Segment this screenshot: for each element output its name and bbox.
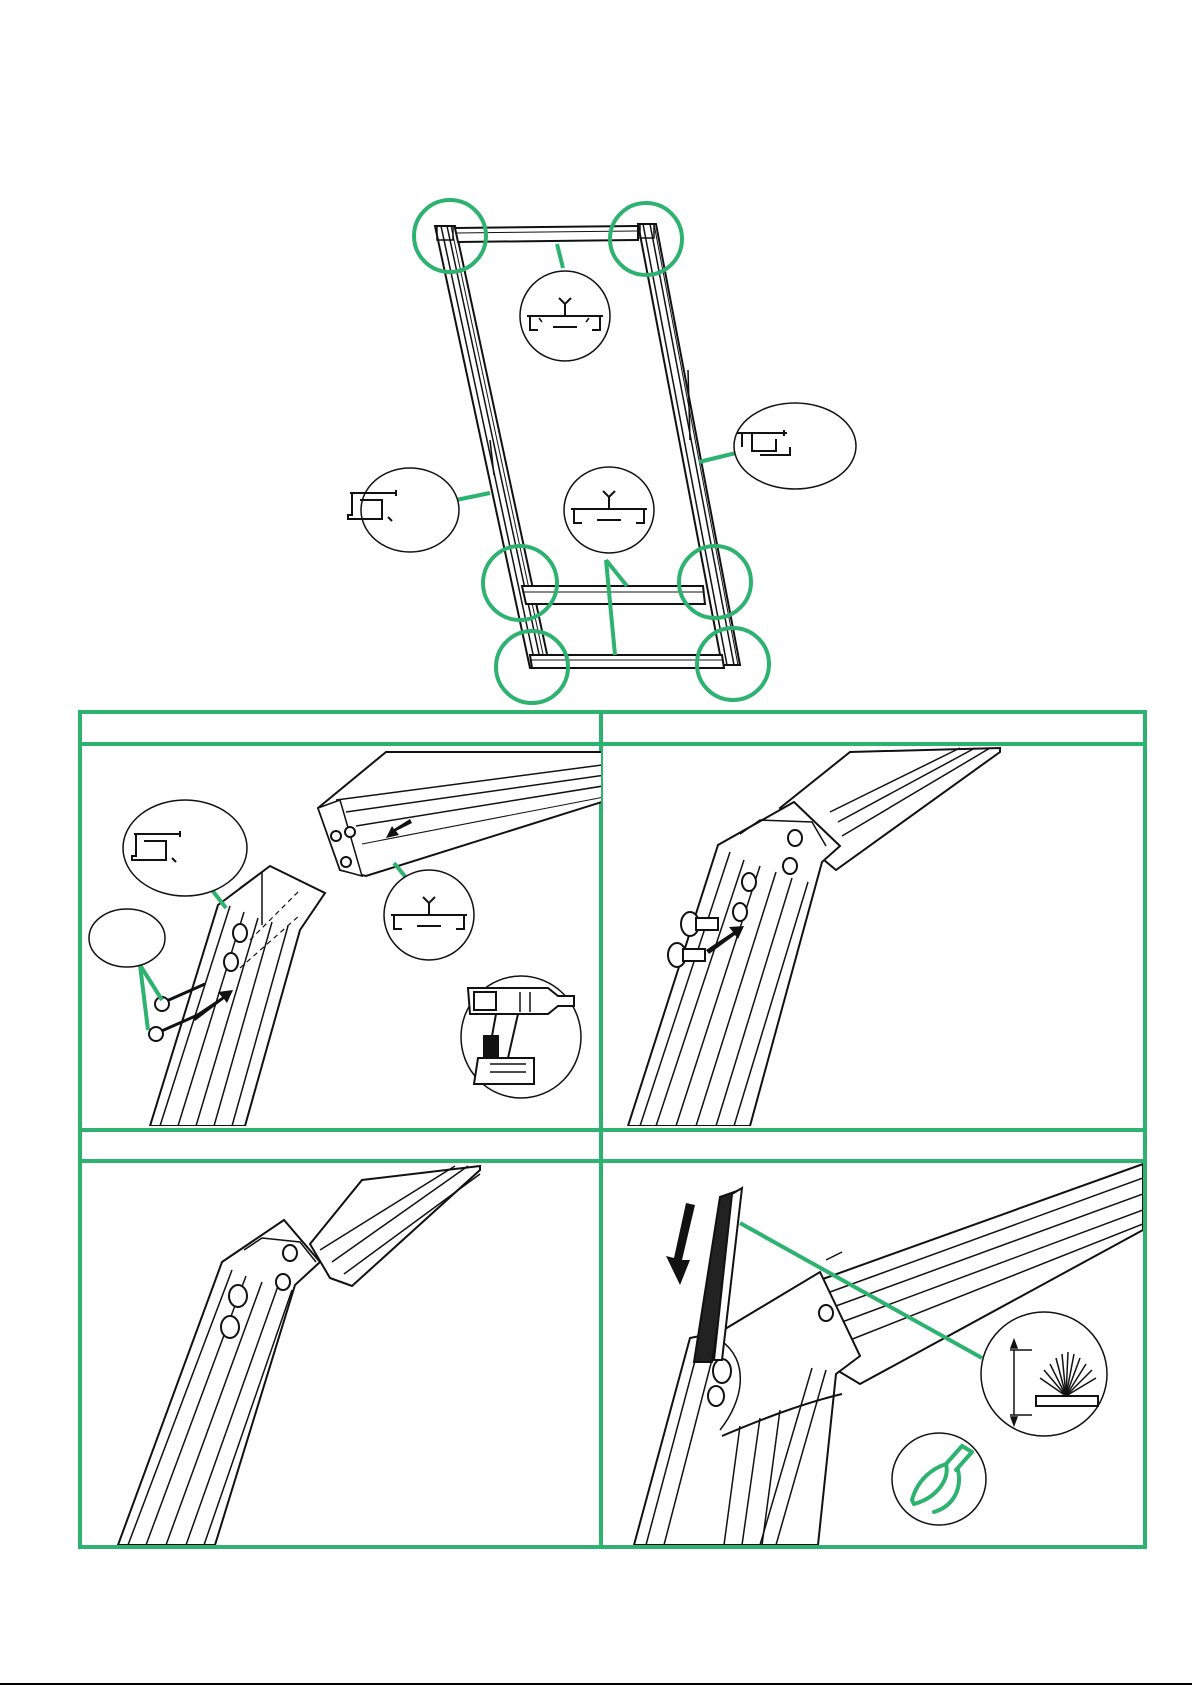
seal-height-detail-callout — [981, 1312, 1107, 1436]
stile-profile — [628, 802, 840, 1126]
screws-callout — [89, 909, 165, 967]
rail-profile — [318, 752, 640, 876]
step-1-panel — [89, 752, 640, 1126]
profile-callout-right-stile — [699, 403, 856, 489]
step-3-panel — [118, 1166, 480, 1545]
profile-callout-top-rail — [520, 244, 610, 361]
stile-profile — [634, 1272, 860, 1545]
pliers-callout — [892, 1433, 986, 1525]
step-4-panel — [634, 1164, 1143, 1545]
arrow-icon — [666, 1203, 695, 1285]
step-2-panel — [628, 748, 1000, 1126]
drill-callout — [461, 976, 581, 1098]
assembled-corner-icon — [118, 1166, 480, 1545]
profile-callout-left-stile — [348, 468, 490, 552]
stile-profile-callout — [123, 800, 247, 896]
profile-callout-middle-rail — [564, 467, 654, 655]
door-frame-overview — [348, 200, 856, 703]
rail-profile-callout — [384, 870, 474, 960]
